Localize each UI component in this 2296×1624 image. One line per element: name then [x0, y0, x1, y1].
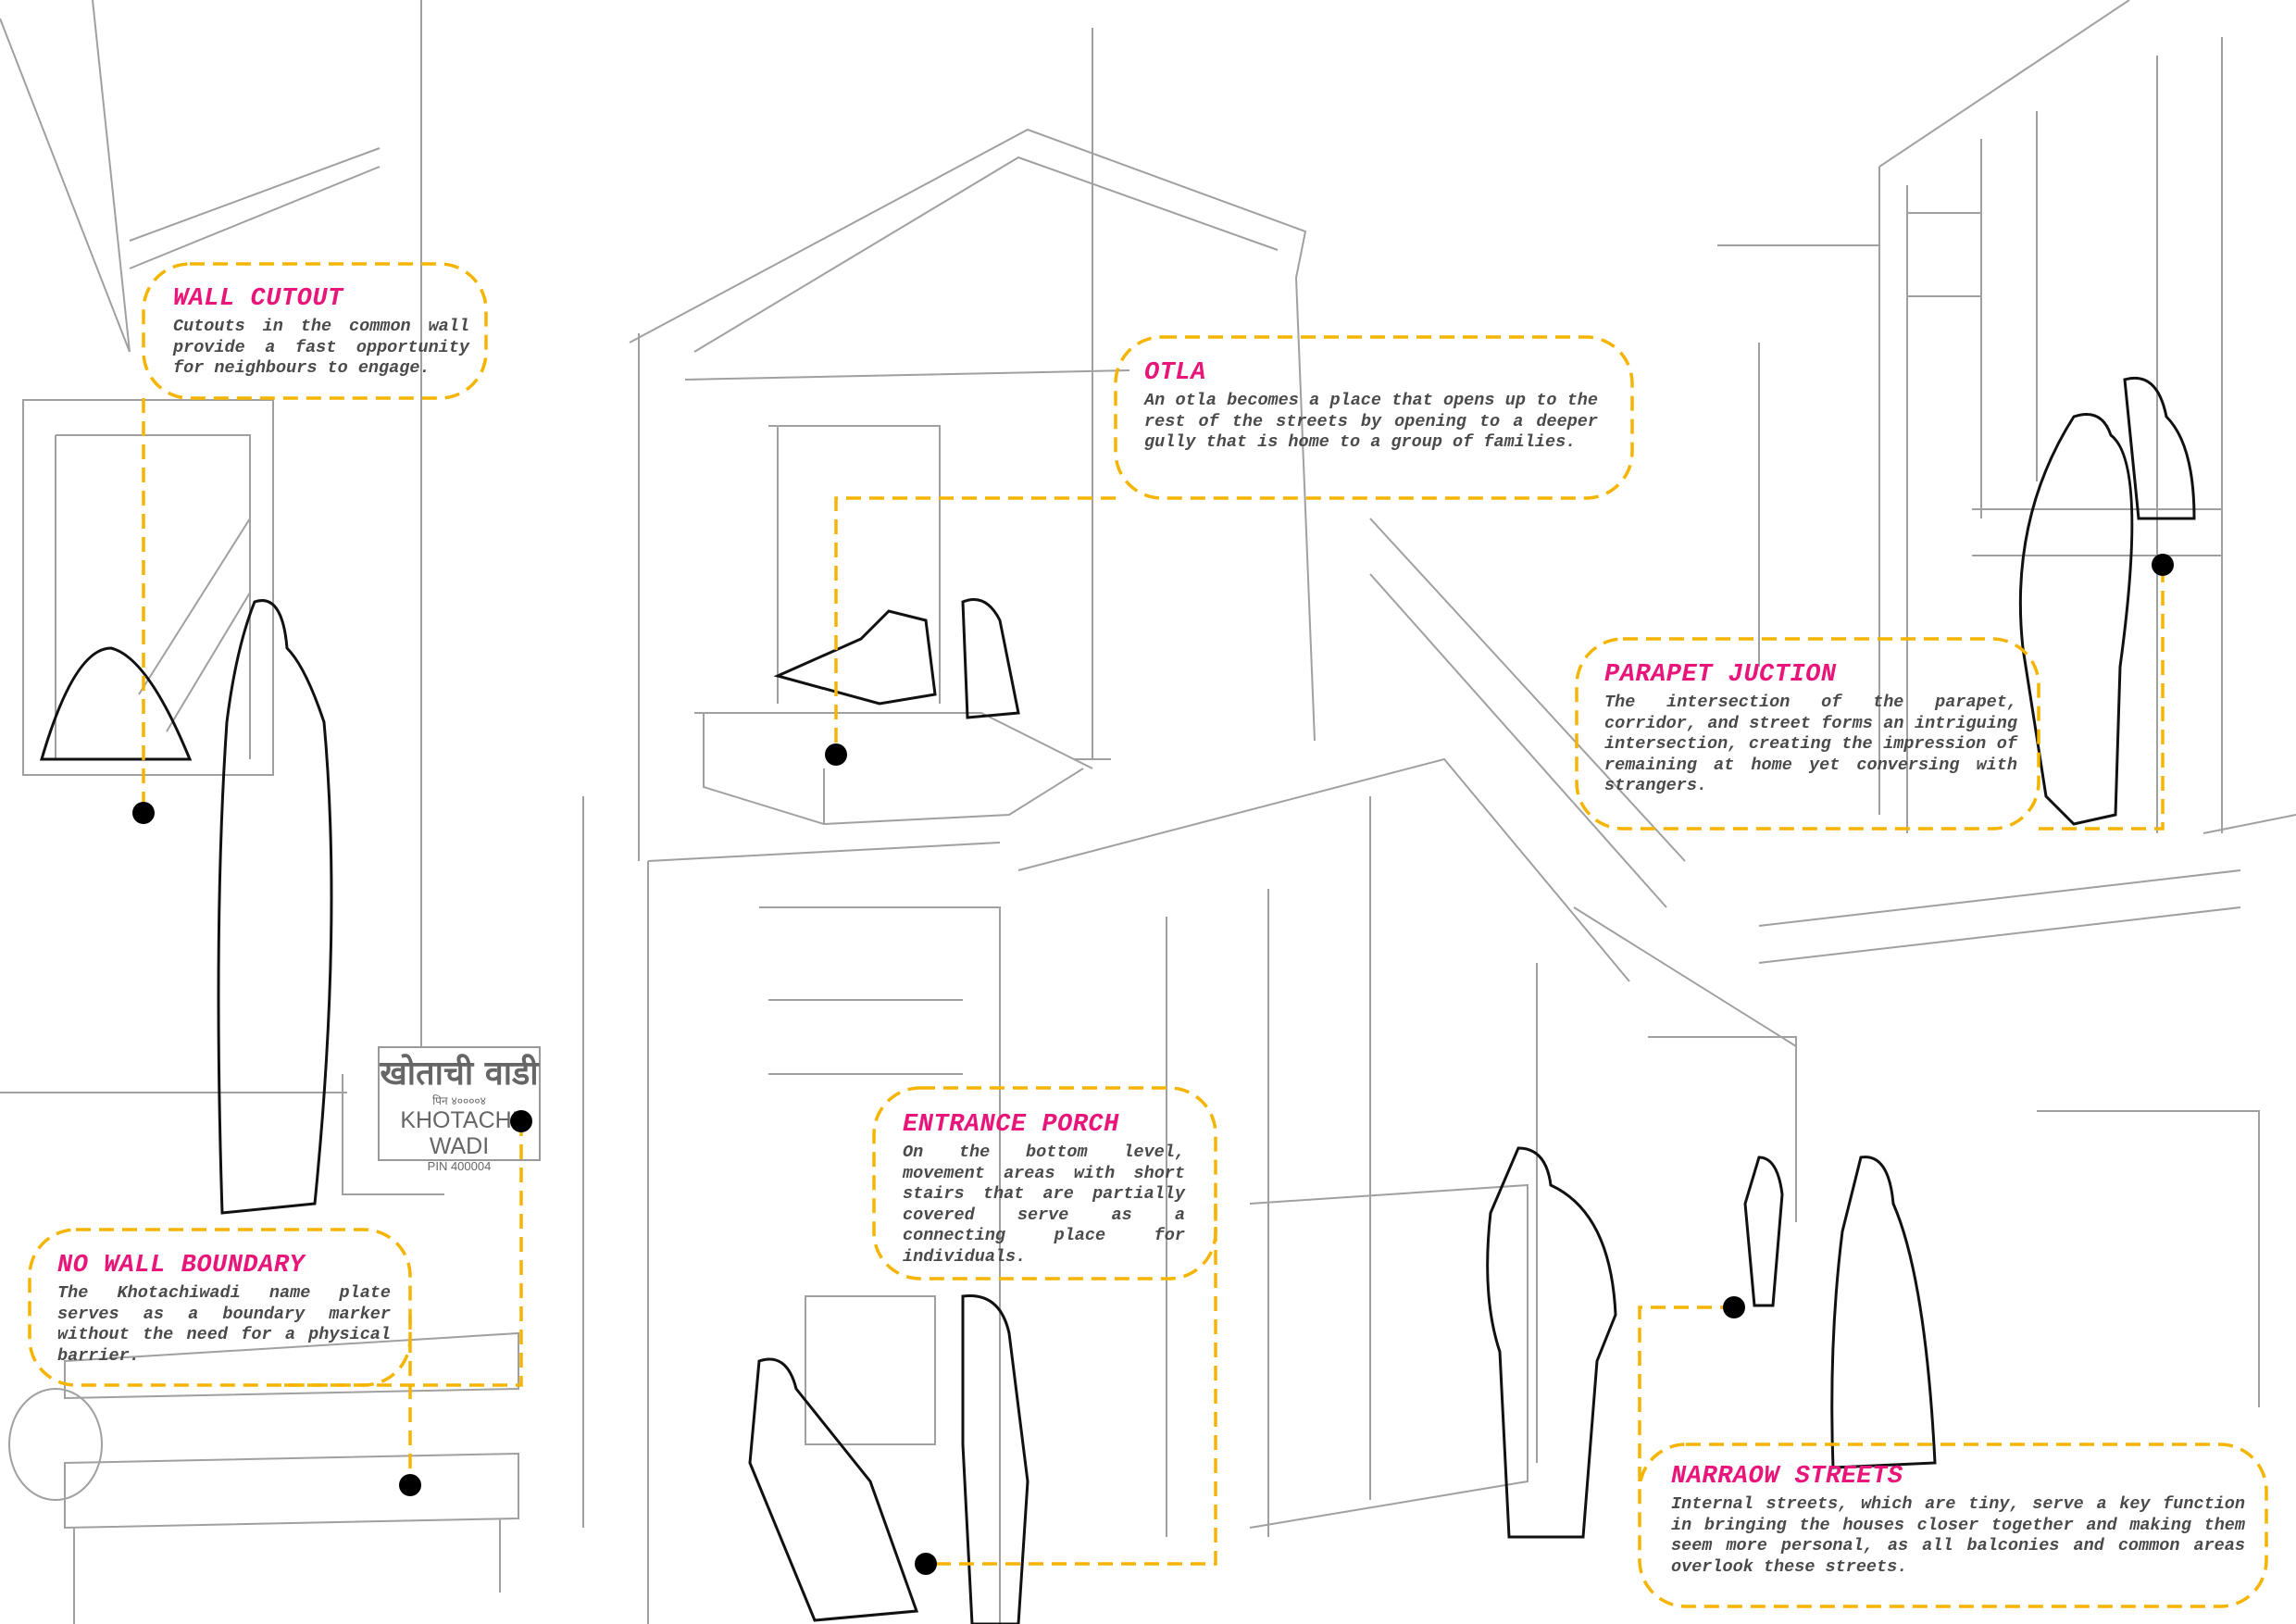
streets-leader	[1638, 1305, 1734, 1481]
porch-frame	[872, 1086, 1217, 1280]
callout-body: The intersection of the parapet, corrido…	[1604, 693, 2017, 795]
wall-cutout-marker-dot	[132, 802, 155, 824]
wall-cutout-frame	[142, 262, 488, 400]
porch-boys-figure	[748, 1294, 1029, 1624]
left-roof-lines	[0, 0, 381, 353]
parapet-marker-dot	[2152, 554, 2174, 576]
sign-marker-dot	[510, 1110, 532, 1132]
callout-body: The Khotachiwadi name plate serves as a …	[57, 1283, 391, 1366]
callout-body: On the bottom level, movement areas with…	[903, 1143, 1185, 1267]
callout-narrow-streets: NARRAOW STREETS Internal streets, which …	[1671, 1463, 2245, 1578]
standing-woman-figure	[217, 599, 333, 1215]
otla-platform	[703, 713, 1084, 826]
callout-title: OTLA	[1144, 359, 1206, 387]
khotachi-wadi-name-plate: खोताची वाडी पिन ४००००४ KHOTACHI WADI PIN…	[378, 1046, 541, 1173]
street-row-houses	[1369, 518, 1797, 1222]
gable-house	[1017, 757, 1630, 1537]
callout-wall-cutout: WALL CUTOUT Cutouts in the common wall p…	[173, 285, 469, 380]
callout-title: NARRAOW STREETS	[1671, 1463, 1903, 1491]
sign-marathi-pin: पिन ४००००४	[432, 1094, 486, 1107]
bench	[64, 1331, 519, 1624]
parapet-leader	[2039, 565, 2165, 831]
balcony-couple-figure	[2018, 377, 2196, 826]
sign-english-name: KHOTACHI WADI	[400, 1107, 518, 1159]
porch-leader	[926, 1204, 1217, 1566]
callout-body: Cutouts in the common wall provide a fas…	[173, 317, 469, 378]
streets-marker-dot	[1723, 1296, 1745, 1318]
bench-armrest	[8, 1388, 103, 1501]
wall-cutout-window	[22, 399, 274, 776]
callout-otla: OTLA An otla becomes a place that opens …	[1144, 359, 1598, 454]
man-on-street-figure	[1486, 1146, 1617, 1539]
porch-structure	[647, 842, 1001, 1624]
window-stair	[55, 434, 251, 759]
streets-frame	[1638, 1443, 2268, 1608]
walking-woman-figure	[1743, 1156, 1937, 1469]
right-balcony-building	[1717, 0, 2223, 833]
no-wall-leader	[278, 1121, 523, 1485]
callout-title: ENTRANCE PORCH	[903, 1111, 1119, 1139]
callout-title: PARAPET JUCTION	[1604, 661, 1837, 689]
woman-in-window-figure	[39, 646, 193, 761]
sign-pin: PIN 400004	[427, 1159, 492, 1173]
left-pole	[0, 0, 444, 1195]
otla-sitting-figures	[773, 598, 1020, 719]
central-house-roof	[629, 128, 1307, 353]
callout-title: NO WALL BOUNDARY	[57, 1252, 306, 1280]
no-wall-frame	[28, 1228, 412, 1387]
otla-frame	[1114, 335, 1634, 500]
no-wall-marker-dot	[399, 1474, 421, 1496]
callout-parapet-junction: PARAPET JUCTION The intersection of the …	[1604, 661, 2017, 797]
porch-marker-dot	[915, 1553, 937, 1575]
otla-leader	[834, 496, 1116, 755]
callout-title: WALL CUTOUT	[173, 285, 343, 313]
street-light-pole	[582, 28, 1111, 1528]
callout-body: Internal streets, which are tiny, serve …	[1671, 1494, 2245, 1577]
callout-no-wall-boundary: NO WALL BOUNDARY The Khotachiwadi name p…	[57, 1252, 391, 1367]
parapet-frame	[1575, 637, 2040, 831]
callout-body: An otla becomes a place that opens up to…	[1144, 391, 1598, 452]
central-house-walls	[638, 277, 1316, 861]
otla-marker-dot	[825, 743, 847, 766]
callout-entrance-porch: ENTRANCE PORCH On the bottom level, move…	[903, 1111, 1185, 1268]
sign-marathi-name: खोताची वाडी	[380, 1055, 539, 1093]
right-lower-building	[1758, 814, 2296, 1407]
